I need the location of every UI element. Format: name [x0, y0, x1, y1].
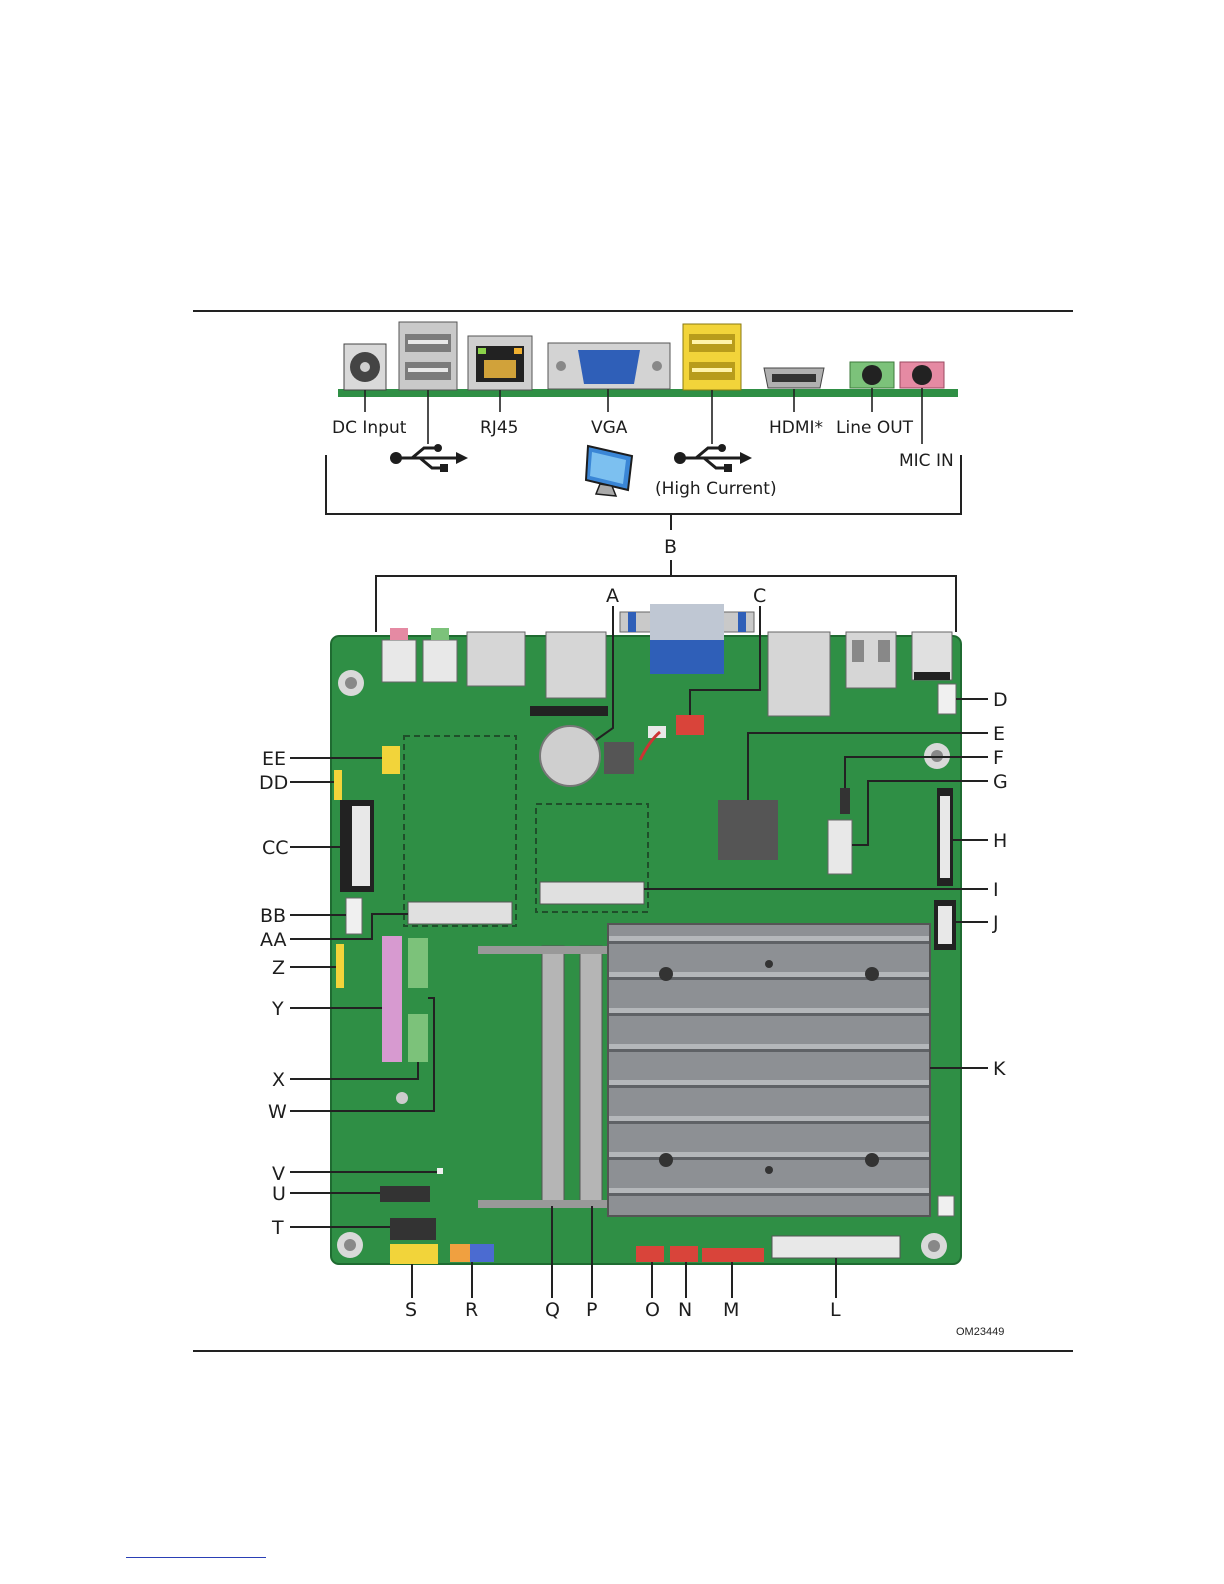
callout-t: T — [271, 1217, 284, 1239]
callout-z: Z — [272, 957, 285, 979]
label-line-out: Line OUT — [836, 418, 914, 438]
usb-icon — [674, 444, 752, 472]
callout-p: P — [586, 1299, 597, 1321]
monitor-icon — [586, 446, 632, 496]
callout-g: G — [993, 771, 1008, 793]
callout-v: V — [272, 1163, 285, 1185]
callout-o: O — [645, 1299, 660, 1321]
label-hdmi: HDMI* — [769, 418, 823, 438]
label-vga: VGA — [591, 418, 628, 438]
callout-l: L — [830, 1299, 841, 1321]
callout-cc: CC — [262, 837, 289, 859]
callout-u: U — [272, 1183, 286, 1205]
usb-icon — [390, 444, 468, 472]
callout-n: N — [678, 1299, 692, 1321]
callout-c: C — [753, 585, 766, 607]
callout-a: A — [606, 585, 619, 607]
callout-y: Y — [271, 998, 284, 1020]
callout-i: I — [993, 879, 999, 901]
callout-bb: BB — [260, 905, 286, 927]
motherboard — [331, 604, 961, 1264]
callout-dd: DD — [259, 772, 288, 794]
callout-s: S — [405, 1299, 417, 1321]
callout-j: J — [992, 912, 999, 934]
callout-k: K — [993, 1058, 1006, 1080]
callout-ee: EE — [262, 748, 286, 770]
callout-h: H — [993, 830, 1007, 852]
callout-w: W — [268, 1101, 287, 1123]
callout-f: F — [993, 747, 1004, 769]
callout-aa: AA — [260, 929, 287, 951]
label-rj45: RJ45 — [480, 418, 518, 438]
label-mic-in: MIC IN — [899, 451, 954, 471]
callout-m: M — [723, 1299, 739, 1321]
callout-r: R — [465, 1299, 478, 1321]
callout-x: X — [272, 1069, 285, 1091]
callout-e: E — [993, 723, 1005, 745]
callout-q: Q — [545, 1299, 560, 1321]
callout-b: B — [664, 536, 677, 558]
figure-id: OM23449 — [956, 1326, 1004, 1338]
label-high-current: (High Current) — [655, 479, 777, 499]
label-dc-input: DC Input — [332, 418, 407, 438]
callout-d: D — [993, 689, 1008, 711]
